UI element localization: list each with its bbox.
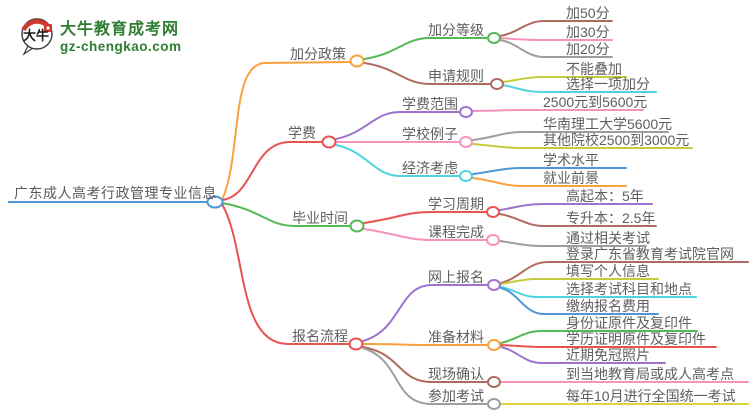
edge-zhuanshengben-2-5y [499,213,657,227]
edge-education-cert [500,344,717,348]
edge-photo [500,346,666,364]
graduation-time-circle[interactable] [349,219,365,233]
root-node-circle[interactable] [206,195,224,209]
edge-no-stacking [502,76,627,83]
leaf-zhuanshengben-2-5y[interactable]: 专升本：2.5年 [566,210,656,226]
edge-bonus-levels [363,37,488,60]
leaf-other-2500-3000[interactable]: 其他院校2500到3000元 [543,132,690,148]
edge-add-20 [499,39,613,58]
edge-id-card [500,330,698,344]
node-onsite-confirmation[interactable]: 现场确认 [428,366,484,382]
daniu-logo-icon: 大牛 [21,18,53,56]
leaf-local-bureau[interactable]: 到当地教育局或成人高考点 [566,366,734,382]
leaf-choose-one-bonus[interactable]: 选择一项加分 [566,76,650,92]
branch-tuition[interactable]: 学费 [288,125,316,141]
tuition-range-circle[interactable] [459,106,473,118]
study-period-circle[interactable] [486,206,500,218]
edge-tuition-range [335,111,460,140]
edge-employment-prospects [472,177,627,187]
logo-domain-text: gz-chengkao.com [60,39,182,54]
node-prepare-materials[interactable]: 准备材料 [428,329,484,345]
leaf-photo[interactable]: 近期免冠照片 [566,347,650,363]
edge-fill-info [500,278,659,285]
edge-application-rules [363,62,491,85]
edge-choose-subjects-location [500,286,697,298]
edge-tuition-2500-5600 [472,109,644,112]
leaf-no-stacking[interactable]: 不能叠加 [566,61,622,77]
leaf-education-cert[interactable]: 学历证明原件及复印件 [566,331,706,347]
school-examples-circle[interactable] [459,136,473,148]
leaf-academic-level[interactable]: 学术水平 [543,152,599,168]
edge-pass-exams [499,240,647,247]
leaf-employment-prospects[interactable]: 就业前景 [543,170,599,186]
edge-gaoqiben-5y [499,203,653,211]
application-rules-circle[interactable] [490,78,504,90]
node-online-registration[interactable]: 网上报名 [428,269,484,285]
leaf-gaoqiben-5y[interactable]: 高起本：5年 [566,188,644,204]
edge-other-2500-3000 [472,143,693,149]
node-study-period[interactable]: 学习周期 [428,196,484,212]
leaf-national-exam-october[interactable]: 每年10月进行全国统一考试 [566,388,736,404]
leaf-tuition-2500-5600[interactable]: 2500元到5600元 [543,94,648,110]
edge-add-30 [499,37,613,41]
edge-root-graduation-time [221,202,350,227]
edge-economic-considerations [335,144,460,177]
economic-considerations-circle[interactable] [459,170,473,182]
root-node[interactable]: 广东成人高考行政管理专业信息 [14,185,217,201]
logo-brand-text: 大牛教育成考网 [60,21,180,38]
online-registration-circle[interactable] [487,279,501,291]
site-logo[interactable]: 大牛 大牛教育成考网 gz-chengkao.com [18,16,182,56]
edge-academic-level [472,167,627,175]
edge-choose-one-bonus [502,84,657,93]
branch-registration-process[interactable]: 报名流程 [292,328,348,344]
leaf-pay-fee[interactable]: 缴纳报名费用 [566,298,650,314]
svg-text:大牛: 大牛 [23,28,49,43]
edge-root-bonus-policy [221,61,351,201]
edge-scut-5600 [472,131,669,141]
node-bonus-levels[interactable]: 加分等级 [428,22,484,38]
edge-root-registration-process [221,203,349,345]
edge-add-50 [499,20,613,37]
leaf-pass-exams[interactable]: 通过相关考试 [566,230,650,246]
bonus-policy-circle[interactable] [349,54,365,68]
node-take-exam[interactable]: 参加考试 [428,388,484,404]
prepare-materials-circle[interactable] [487,339,501,351]
leaf-add-20[interactable]: 加20分 [566,41,610,57]
edge-course-completion [363,228,487,241]
leaf-login-website[interactable]: 登录广东省教育考试院官网 [566,246,734,262]
registration-process-circle[interactable] [348,337,364,351]
node-course-completion[interactable]: 课程完成 [428,224,484,240]
leaf-choose-subjects-location[interactable]: 选择考试科目和地点 [566,281,692,297]
onsite-confirmation-circle[interactable] [487,376,501,388]
edge-root-tuition [221,141,322,201]
leaf-add-30[interactable]: 加30分 [566,24,610,40]
edge-prepare-materials [362,343,488,346]
node-tuition-range[interactable]: 学费范围 [402,96,458,112]
edge-onsite-confirmation [362,346,488,383]
leaf-fill-info[interactable]: 填写个人信息 [566,263,650,279]
branch-graduation-time[interactable]: 毕业时间 [292,210,348,226]
leaf-scut-5600[interactable]: 华南理工大学5600元 [543,116,673,132]
edge-pay-fee [500,287,659,315]
node-economic-considerations[interactable]: 经济考虑 [402,160,458,176]
node-application-rules[interactable]: 申请规则 [428,68,484,84]
branch-bonus-policy[interactable]: 加分政策 [290,46,346,62]
leaf-add-50[interactable]: 加50分 [566,5,610,21]
node-school-examples[interactable]: 学校例子 [402,126,458,142]
edge-login-website [500,261,749,284]
take-exam-circle[interactable] [487,398,501,410]
bonus-levels-circle[interactable] [487,32,501,44]
edge-take-exam [362,347,488,405]
leaf-id-card[interactable]: 身份证原件及复印件 [566,315,692,331]
course-completion-circle[interactable] [486,234,500,246]
tuition-circle[interactable] [321,135,337,149]
edge-study-period [363,211,487,224]
edge-online-registration [362,284,488,342]
